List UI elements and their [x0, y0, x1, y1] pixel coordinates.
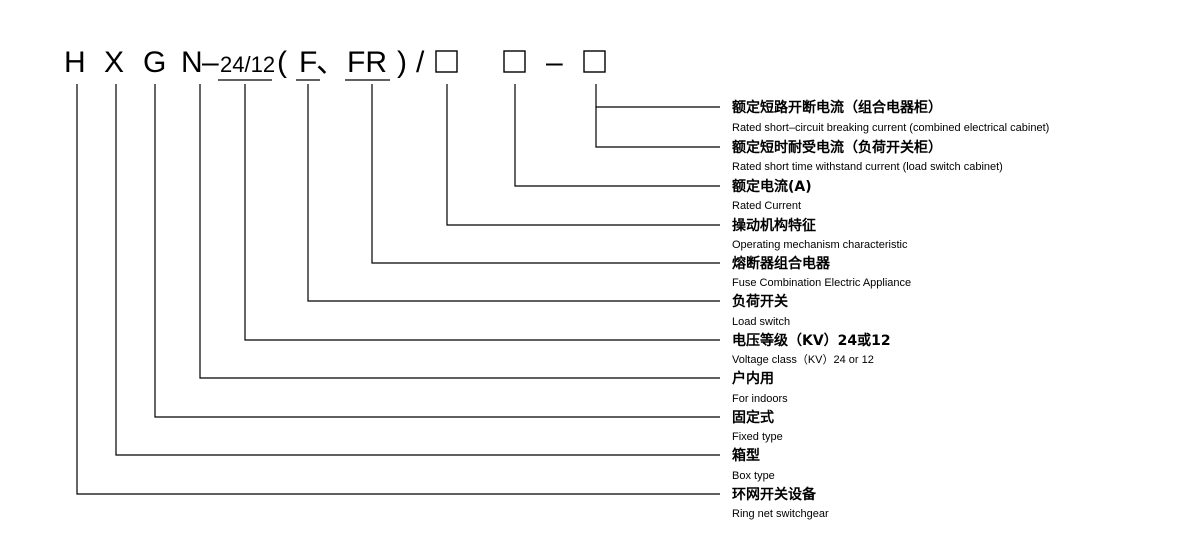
leader-line-short-time-withstand — [595, 107, 720, 148]
code-dash-1: – — [202, 46, 219, 79]
code-letter-h: H — [64, 46, 86, 79]
code-letter-f: F — [299, 46, 317, 79]
code-voltage: 24/12 — [220, 52, 275, 77]
leader-line-load-switch — [307, 84, 720, 302]
label-en-fixed-type: Fixed type — [732, 431, 783, 443]
label-en-ring-net: Ring net switchgear — [732, 508, 829, 520]
leader-line-rated-current — [514, 84, 720, 187]
label-en-short-time-withstand: Rated short time withstand current (load… — [732, 161, 1003, 173]
code-paren-close: ) — [397, 46, 407, 79]
label-cn-voltage-class: 电压等级（KV）24或12 — [732, 332, 891, 349]
label-cn-indoors: 户内用 — [732, 370, 774, 387]
label-cn-box-type: 箱型 — [732, 447, 760, 464]
leader-line-fixed-type — [154, 84, 720, 418]
leader-line-fuse-combination — [371, 84, 720, 264]
label-cn-fuse-combination: 熔断器组合电器 — [732, 255, 831, 272]
label-en-fuse-combination: Fuse Combination Electric Appliance — [732, 277, 911, 289]
labels: 额定短路开断电流（组合电器柜） Rated short–circuit brea… — [732, 99, 1049, 520]
code-letter-g: G — [143, 46, 166, 79]
leader-lines — [76, 84, 720, 495]
code-letters-fr: FR — [347, 46, 387, 79]
label-en-breaking-current: Rated short–circuit breaking current (co… — [732, 122, 1049, 134]
code-dash-2: – — [546, 46, 563, 79]
leader-line-ring-net — [76, 84, 720, 495]
label-cn-short-time-withstand: 额定短时耐受电流（负荷开关柜） — [732, 139, 942, 156]
code-box-short-time — [583, 50, 606, 73]
leader-line-indoors — [199, 84, 720, 379]
code-slash: / — [416, 46, 425, 79]
label-cn-ring-net: 环网开关设备 — [732, 486, 817, 503]
label-cn-breaking-current: 额定短路开断电流（组合电器柜） — [732, 99, 942, 116]
leader-line-box-type — [115, 84, 720, 456]
leader-line-breaking-current — [595, 84, 720, 108]
label-en-box-type: Box type — [732, 470, 775, 482]
label-cn-operating-mechanism: 操动机构特征 — [732, 217, 816, 234]
code-paren-open: ( — [277, 46, 287, 79]
code-letter-n: N — [181, 46, 203, 79]
code-letter-x: X — [104, 46, 124, 79]
label-en-load-switch: Load switch — [732, 316, 790, 328]
code-box-rated-current — [503, 50, 526, 73]
leader-line-operating-mechanism — [446, 84, 720, 226]
label-en-rated-current: Rated Current — [732, 200, 801, 212]
label-cn-rated-current: 额定电流(A) — [732, 178, 812, 195]
code-dunhao: 、 — [316, 46, 346, 79]
label-cn-load-switch: 负荷开关 — [732, 293, 788, 310]
model-code: H X G N – 24/12 ( F 、 FR ) / – — [64, 46, 606, 79]
label-en-indoors: For indoors — [732, 393, 788, 405]
label-en-operating-mechanism: Operating mechanism characteristic — [732, 239, 908, 251]
label-cn-fixed-type: 固定式 — [732, 409, 774, 426]
code-box-mechanism — [435, 50, 458, 73]
label-en-voltage-class: Voltage class（KV）24 or 12 — [732, 353, 874, 366]
leader-line-voltage-class — [244, 84, 720, 341]
